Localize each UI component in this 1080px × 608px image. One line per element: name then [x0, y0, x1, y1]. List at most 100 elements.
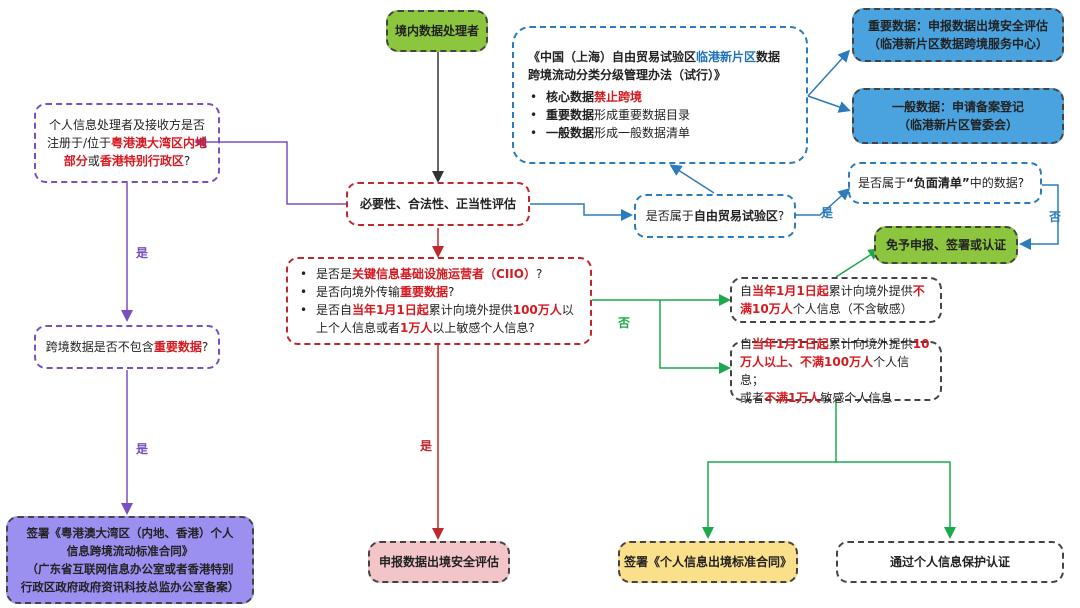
general-filing-line2: （临港新片区管委会） [897, 118, 1018, 132]
processor-label: 境内数据处理者 [394, 24, 479, 38]
important-assess-node: 重要数据：申报数据出境安全评估 （临港新片区数据跨境服务中心） [852, 8, 1064, 62]
rules-item-core-b: 禁止跨境 [594, 90, 643, 104]
negative-list-suffix: 中的数据? [969, 176, 1025, 190]
important-assess-line1: 重要数据：申报数据出境安全评估 [867, 19, 1048, 33]
range-100k-e: 万人以上、不满100万人 [740, 355, 874, 369]
ciio-q2c: ? [448, 285, 455, 299]
edge-range-split [702, 400, 837, 539]
ciio-q1a: 是否是 [316, 267, 353, 281]
range-100k-line3: 或者不满1万人敏感个人信息 [740, 389, 932, 407]
range-100k-h: 不满1万人 [764, 391, 821, 405]
gba-important-text: 跨境数据是否不包含重要数据? [46, 338, 208, 356]
negative-list-node: 是否属于“负面清单”中的数据? [848, 162, 1042, 204]
gba-contract-line2: 信息跨境流动标准合同》 [66, 544, 194, 558]
edge-negative-exempt [1019, 184, 1059, 250]
edge-label-no-ciio: 否 [618, 316, 631, 330]
ciio-q3c: 累计向境外提供 [428, 303, 513, 317]
edge-assessment-ftz [530, 203, 633, 221]
assessment-node: 必要性、合法性、正当性评估 [346, 182, 530, 226]
gba-important-prefix: 跨境数据是否不包含 [45, 340, 154, 354]
ftz-question-highlight: 自由贸易试验区 [693, 209, 778, 223]
ciio-q3d: 100万人 [512, 303, 562, 317]
gba-register-l2b: 粤港澳大湾区内地 [111, 136, 208, 150]
ciio-q4c: 以上敏感个人信息? [432, 321, 535, 335]
gba-important-highlight: 重要数据 [153, 340, 202, 354]
negative-list-highlight: “负面清单” [906, 176, 970, 190]
edge-ftz-rules [669, 164, 715, 194]
ciio-q2b: 重要数据 [400, 285, 449, 299]
certification-label: 通过个人信息保护认证 [889, 555, 1010, 569]
ciio-checks-node: 是否是关键信息基础设施运营者（CIIO）? 是否向境外传输重要数据? 是否自当年… [286, 257, 592, 345]
rules-item-important-a: 重要数据 [546, 108, 595, 122]
gba-contract-line1: 签署《粤港澳大湾区（内地、香港）个人 [26, 526, 234, 540]
ciio-q2: 是否向境外传输重要数据? [298, 283, 580, 301]
ciio-q4b: 1万人 [400, 321, 433, 335]
gba-register-l2a: 注册于/位于 [46, 136, 112, 150]
gba-register-line2: 注册于/位于粤港澳大湾区内地 [47, 134, 207, 152]
gba-contract-line4: 行政区政府政府资讯科技总监办公室备案） [20, 580, 240, 594]
range-100k-g: 或者 [740, 391, 765, 405]
under-100k-d: 不 [912, 284, 925, 298]
ciio-q1b: 关键信息基础设施运营者（CIIO） [352, 267, 536, 281]
under-100k-b: 当年1月1日起 [752, 284, 829, 298]
ftz-question-node: 是否属于自由贸易试验区? [634, 194, 796, 238]
edge-label-yes-ciio: 是 [420, 439, 433, 453]
under-100k-e: 满10万人 [740, 302, 793, 316]
lingang-rules-node: 《中国（上海）自由贸易试验区临港新片区数据 跨境流动分类分级管理办法（试行）》 … [512, 26, 808, 164]
gba-register-l3b: 或 [87, 154, 100, 168]
edge-label-yes-gba1: 是 [136, 246, 149, 260]
gba-contract-line3: （广东省互联网信息办公室或者香港特别 [26, 562, 234, 576]
edge-label-yes-ftz: 是 [821, 206, 834, 220]
under-100k-node: 自当年1月1日起累计向境外提供不 满10万人个人信息（不含敏感） [730, 277, 942, 323]
exempt-label: 免予申报、签署或认证 [885, 238, 1006, 252]
range-100k-f: 个人信息； [740, 355, 910, 387]
range-100k-node: 自当年1月1日起累计向境外提供10 万人以上、不满100万人个人信息； 或者不满… [730, 337, 942, 405]
edge-under100k-exempt [835, 248, 881, 278]
rules-title-line1: 《中国（上海）自由贸易试验区临港新片区数据 [528, 48, 792, 66]
rules-item-core: 核心数据禁止跨境 [528, 88, 792, 106]
edge-range-cert [836, 461, 956, 539]
gba-contract-node: 签署《粤港澳大湾区（内地、香港）个人 信息跨境流动标准合同》 （广东省互联网信息… [6, 516, 254, 604]
general-filing-node: 一般数据：申请备案登记 （临港新片区管委会） [852, 88, 1064, 144]
ciio-q1: 是否是关键信息基础设施运营者（CIIO）? [298, 265, 580, 283]
range-100k-i: 敏感个人信息 [820, 391, 893, 405]
assessment-label: 必要性、合法性、正当性评估 [359, 197, 516, 211]
edge-ftz-negative [796, 188, 851, 216]
rules-item-important: 重要数据形成重要数据目录 [528, 106, 792, 124]
range-100k-a: 自 [740, 337, 753, 351]
edge-rules-important [807, 49, 851, 97]
important-assess-line2: （临港新片区数据跨境服务中心） [867, 37, 1048, 51]
security-assessment-node: 申报数据出境安全评估 [368, 541, 510, 583]
standard-contract-label: 签署《个人信息出境标准合同》 [623, 555, 792, 569]
range-100k-c: 累计向境外提供 [828, 337, 913, 351]
range-100k-b: 当年1月1日起 [752, 337, 829, 351]
negative-list-text: 是否属于“负面清单”中的数据? [858, 174, 1032, 192]
ciio-q4: 上个人信息或者1万人以上敏感个人信息? [298, 319, 580, 337]
edge-assessment-gba [194, 136, 346, 205]
rules-item-general-c: 形成一般数据清单 [594, 126, 691, 140]
gba-register-line1: 个人信息处理者及接收方是否 [48, 118, 205, 132]
under-100k-a: 自 [740, 284, 753, 298]
gba-register-l3d: ? [183, 154, 191, 168]
ciio-q3e: 以 [561, 303, 574, 317]
range-100k-line1: 自当年1月1日起累计向境外提供10 [740, 335, 932, 353]
ftz-question-suffix: ? [777, 209, 785, 223]
gba-important-node: 跨境数据是否不包含重要数据? [34, 325, 220, 369]
edge-ciio-range [659, 300, 731, 374]
rules-title-line2: 跨境流动分类分级管理办法（试行）》 [528, 68, 727, 82]
gba-register-node: 个人信息处理者及接收方是否 注册于/位于粤港澳大湾区内地 部分或香港特别行政区? [34, 103, 220, 183]
ciio-q3: 是否自当年1月1日起累计向境外提供100万人以 [298, 301, 580, 319]
edge-rules-general [807, 95, 851, 113]
under-100k-line2: 满10万人个人信息（不含敏感） [740, 300, 932, 318]
gba-register-l3c: 香港特别行政区 [99, 154, 184, 168]
gba-register-line3: 部分或香港特别行政区? [64, 152, 190, 170]
under-100k-line1: 自当年1月1日起累计向境外提供不 [740, 282, 932, 300]
negative-list-prefix: 是否属于 [858, 176, 907, 190]
range-100k-line2: 万人以上、不满100万人个人信息； [740, 353, 932, 389]
ciio-q1c: ? [535, 267, 543, 281]
edge-label-no-negative: 否 [1049, 210, 1062, 224]
edge-label-yes-gba2: 是 [136, 442, 149, 456]
general-filing-line1: 一般数据：申请备案登记 [891, 100, 1024, 114]
rules-title-b: 临港新片区 [696, 50, 757, 64]
